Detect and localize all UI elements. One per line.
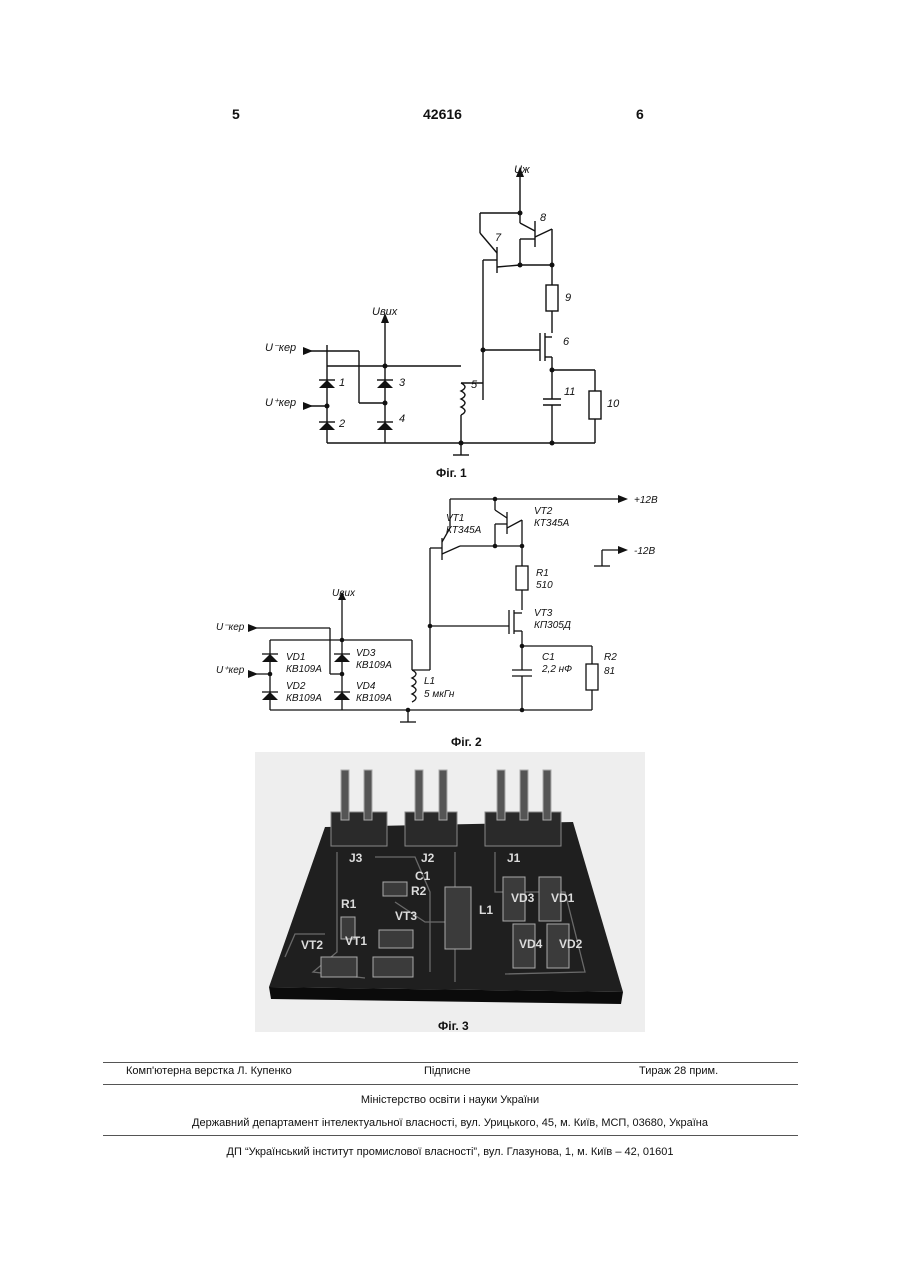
label-vd3: VD3 — [356, 648, 376, 659]
pcb-label-vd3: VD3 — [511, 891, 535, 905]
label-u-supply: Uж — [514, 164, 530, 176]
label-n10: 10 — [607, 398, 620, 410]
label-n3: 3 — [399, 377, 406, 389]
figure-1-caption: Фіг. 1 — [436, 466, 467, 480]
label-vd4-type: КВ109А — [356, 693, 392, 704]
footer-rule-top — [103, 1062, 798, 1063]
pcb-label-vd2: VD2 — [559, 937, 583, 951]
label-n4: 4 — [399, 413, 405, 425]
label-vd2-type: КВ109А — [286, 693, 322, 704]
label-vd4: VD4 — [356, 681, 376, 692]
label-r1-value: 510 — [536, 580, 553, 591]
figure-3-pcb: J3 J2 J1 C1 R2 R1 VT3 VT2 VT1 L1 VD3 VD1… — [255, 752, 645, 1032]
label-vt2: VT2 — [534, 506, 553, 517]
footer-ministry: Міністерство освіти і науки України — [0, 1094, 900, 1106]
patent-number: 42616 — [423, 106, 462, 122]
pcb-label-vt1: VT1 — [345, 934, 367, 948]
label-vt3: VT3 — [534, 608, 553, 619]
figure-3-caption: Фіг. 3 — [438, 1019, 469, 1033]
pcb-label-vd1: VD1 — [551, 891, 575, 905]
label-r1: R1 — [536, 568, 549, 579]
pcb-label-r2: R2 — [411, 884, 427, 898]
label-vd2: VD2 — [286, 681, 306, 692]
label-n11: 11 — [564, 386, 575, 398]
label-n1: 1 — [339, 377, 345, 389]
pcb-label-c1: C1 — [415, 869, 431, 883]
pcb-label-j1: J1 — [507, 851, 521, 865]
label-vt1: VT1 — [446, 513, 464, 524]
label-vd3-type: КВ109А — [356, 660, 392, 671]
footer-print-run: Тираж 28 прим. — [639, 1065, 718, 1077]
label-u-ctrl-minus: U⁻кер — [216, 622, 245, 633]
label-l1-value: 5 мкГн — [424, 689, 455, 700]
figure-2-circuit: +12В -12В VT1 КТ345А VT2 КТ345А R1 510 V… — [210, 488, 680, 733]
pcb-label-l1: L1 — [479, 903, 493, 917]
label-vt2-type: КТ345А — [534, 518, 570, 529]
footer-rule-middle — [103, 1084, 798, 1085]
label-u-ctrl-plus: U⁺кер — [216, 665, 245, 676]
label-u-ctrl-plus: U⁺кер — [265, 397, 296, 409]
label-r2: R2 — [604, 652, 617, 663]
figure-1-circuit: Uж Uвих U⁻кер U⁺кер 1 2 3 4 5 6 7 8 9 10… — [255, 155, 635, 465]
label-plus12: +12В — [634, 495, 658, 506]
label-u-out: Uвих — [332, 588, 356, 599]
footer-department: Державний департамент інтелектуальної вл… — [0, 1117, 900, 1129]
label-u-ctrl-minus: U⁻кер — [265, 342, 296, 354]
label-minus12: -12В — [634, 546, 655, 557]
pcb-label-j2: J2 — [421, 851, 435, 865]
label-vd1-type: КВ109А — [286, 664, 322, 675]
label-u-out: Uвих — [372, 306, 398, 318]
label-vt1-type: КТ345А — [446, 525, 482, 536]
label-n5: 5 — [471, 379, 478, 391]
label-c1-value: 2,2 нФ — [541, 664, 572, 675]
pcb-label-r1: R1 — [341, 897, 357, 911]
label-vd1: VD1 — [286, 652, 305, 663]
label-n6: 6 — [563, 336, 570, 348]
page-number-left: 5 — [232, 106, 240, 122]
figure-2-caption: Фіг. 2 — [451, 735, 482, 749]
footer-signed: Підписне — [424, 1065, 471, 1077]
label-c1: C1 — [542, 652, 555, 663]
footer-rule-bottom — [103, 1135, 798, 1136]
label-vt3-type: КП305Д — [534, 620, 571, 631]
pcb-label-vt3: VT3 — [395, 909, 417, 923]
page-number-right: 6 — [636, 106, 644, 122]
label-n2: 2 — [338, 418, 345, 430]
pcb-label-vd4: VD4 — [519, 937, 543, 951]
label-n9: 9 — [565, 292, 571, 304]
footer-institute: ДП “Український інститут промислової вла… — [0, 1146, 900, 1158]
pcb-label-j3: J3 — [349, 851, 363, 865]
label-n7: 7 — [495, 232, 502, 244]
label-l1: L1 — [424, 676, 435, 687]
pcb-label-vt2: VT2 — [301, 938, 323, 952]
footer-layout-credit: Комп'ютерна верстка Л. Купенко — [126, 1065, 292, 1077]
label-r2-value: 81 — [604, 666, 615, 677]
label-n8: 8 — [540, 212, 547, 224]
